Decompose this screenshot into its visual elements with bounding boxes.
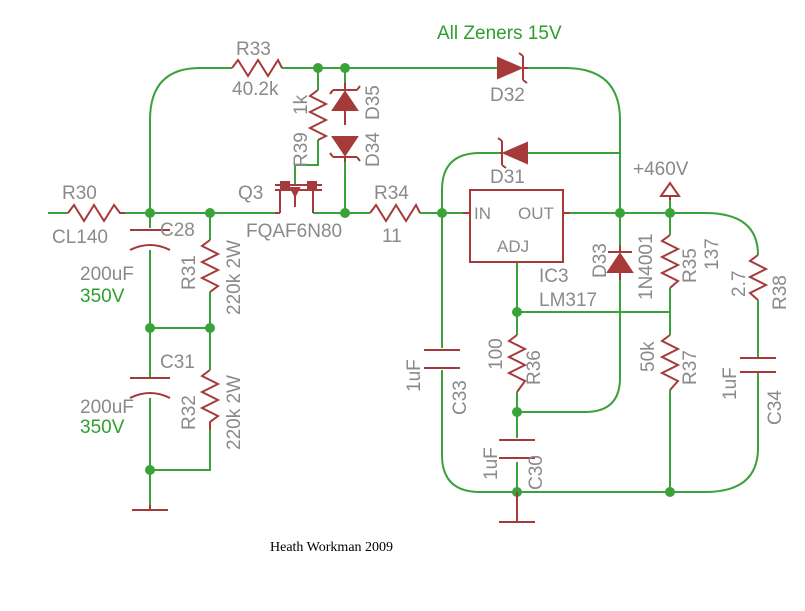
c33-name: C33 xyxy=(450,380,471,415)
r38-name: R38 xyxy=(770,275,791,310)
credit-text: Heath Workman 2009 xyxy=(270,540,393,555)
r36-name: R36 xyxy=(524,350,545,385)
d32-name: D32 xyxy=(490,85,525,106)
supply-arrow-460v xyxy=(659,181,681,200)
c28-rating: 350V xyxy=(80,286,125,307)
junction xyxy=(512,307,522,317)
resistor-r30 xyxy=(67,203,125,223)
junction xyxy=(615,208,625,218)
junctions xyxy=(145,63,675,497)
title-note: All Zeners 15V xyxy=(437,23,562,44)
regulator-ic3 xyxy=(463,189,570,263)
capacitor-c31 xyxy=(129,377,171,399)
r34-name: R34 xyxy=(374,183,409,204)
capacitor-c28 xyxy=(129,229,171,251)
resistor-r36 xyxy=(506,334,528,393)
wires xyxy=(48,67,759,505)
resistor-r34 xyxy=(369,202,421,223)
c28-value: 200uF xyxy=(80,264,134,285)
d33-name: D33 xyxy=(590,243,611,278)
ground-symbol-center xyxy=(499,492,535,523)
junction xyxy=(145,465,155,475)
r36-value: 100 xyxy=(486,338,507,370)
capacitor-c34 xyxy=(740,357,776,373)
q3-name: Q3 xyxy=(238,183,263,204)
ic3-pin-adj: ADJ xyxy=(497,237,529,256)
resistor-r35 xyxy=(659,234,681,289)
r34-value: 11 xyxy=(382,226,402,247)
junction xyxy=(340,208,350,218)
junction xyxy=(512,407,522,417)
d33-part: 1N4001 xyxy=(636,233,657,300)
capacitor-c30 xyxy=(499,439,535,459)
zener-diode-d32 xyxy=(497,52,528,84)
junction xyxy=(665,208,675,218)
r32-name: R32 xyxy=(179,395,200,430)
resistor-r33 xyxy=(231,57,283,78)
c31-value: 200uF xyxy=(80,397,134,418)
junction xyxy=(313,63,323,73)
mosfet-q3 xyxy=(275,181,322,214)
d35-name: D35 xyxy=(363,85,384,120)
c30-name: C30 xyxy=(526,455,547,490)
c33-value: 1uF xyxy=(404,359,425,392)
c30-value: 1uF xyxy=(481,447,502,480)
ic3-name: IC3 xyxy=(539,266,569,287)
r31-value: 220k 2W xyxy=(224,240,245,315)
ic3-pin-out: OUT xyxy=(518,204,554,223)
zener-diode-d34 xyxy=(329,136,361,162)
r33-name: R33 xyxy=(236,39,271,60)
d31-name: D31 xyxy=(490,167,525,188)
junction xyxy=(145,208,155,218)
r38-value: 2.7 xyxy=(729,271,750,297)
supply-label: +460V xyxy=(633,159,689,180)
r32-value: 220k 2W xyxy=(224,375,245,450)
junction xyxy=(665,487,675,497)
r37-value: 50k xyxy=(638,341,659,372)
ground-symbol-left xyxy=(132,505,168,511)
junction xyxy=(205,323,215,333)
r35-value: 137 xyxy=(702,238,723,270)
resistor-r38 xyxy=(747,254,769,301)
q3-part: FQAF6N80 xyxy=(246,221,342,242)
junction xyxy=(340,63,350,73)
r39-name: R39 xyxy=(291,132,312,167)
r30-value: CL140 xyxy=(52,227,108,248)
zener-diode-d31 xyxy=(497,137,528,169)
d34-name: D34 xyxy=(363,132,384,167)
junction xyxy=(437,208,447,218)
r30-name: R30 xyxy=(62,183,97,204)
r33-value: 40.2k xyxy=(232,79,279,100)
resistor-r39 xyxy=(307,89,329,141)
zener-diode-d35 xyxy=(329,83,361,125)
ic3-part: LM317 xyxy=(539,290,597,311)
r31-name: R31 xyxy=(179,255,200,290)
junction xyxy=(205,208,215,218)
resistor-r31 xyxy=(199,239,221,293)
r39-value: 1k xyxy=(291,94,312,115)
c31-name: C31 xyxy=(160,352,195,373)
ic3-pin-in: IN xyxy=(474,204,491,223)
c31-rating: 350V xyxy=(80,417,125,438)
resistor-r37 xyxy=(659,334,681,391)
r35-name: R35 xyxy=(680,248,701,283)
c28-name: C28 xyxy=(160,220,195,241)
c34-name: C34 xyxy=(765,390,786,425)
capacitor-c33 xyxy=(424,349,460,369)
c34-value: 1uF xyxy=(720,367,741,400)
r37-name: R37 xyxy=(680,350,701,385)
junction xyxy=(145,323,155,333)
resistor-r32 xyxy=(199,369,221,430)
diode-d33 xyxy=(606,245,634,280)
